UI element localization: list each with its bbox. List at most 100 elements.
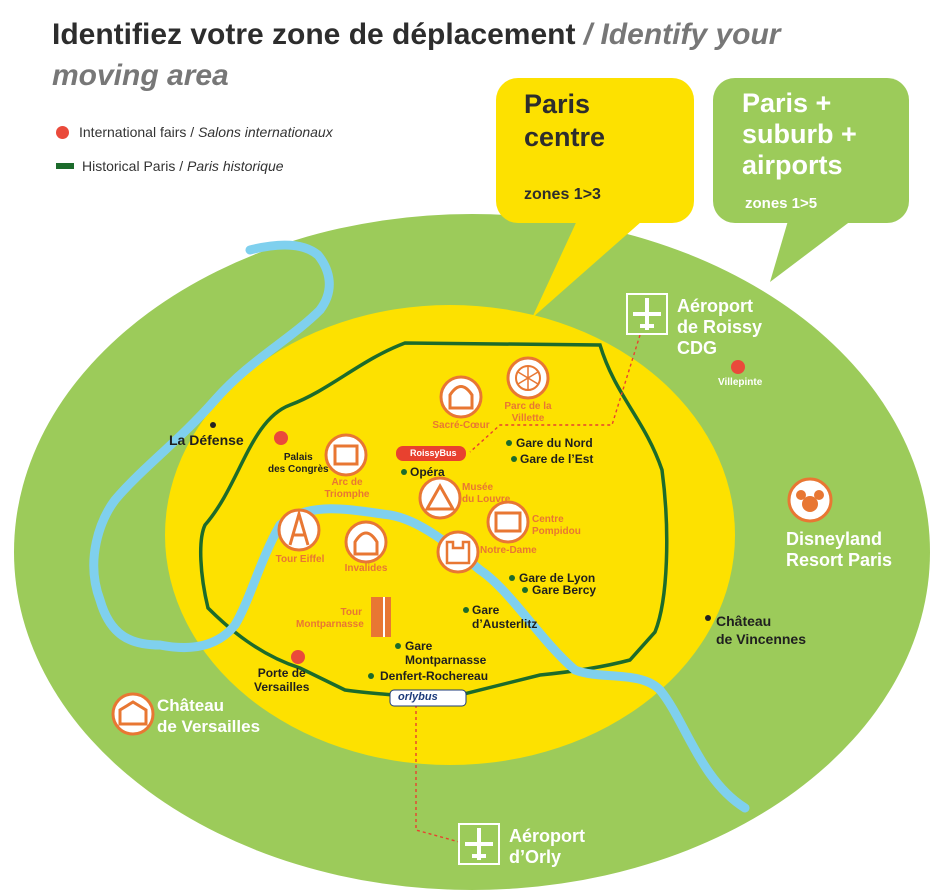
label-la-defense: La Défense	[169, 432, 244, 448]
green-line-icon	[56, 163, 74, 169]
page-title: Identifiez votre zone de déplacement / I…	[52, 14, 872, 96]
title-fr: Identifiez votre zone de déplacement	[52, 18, 576, 51]
label-villepinte: Villepinte	[718, 377, 763, 388]
dot-gare-bercy	[522, 587, 528, 593]
label-austerlitz: Gare d’Austerlitz	[472, 603, 537, 631]
disney-icon	[787, 477, 833, 523]
versailles-icon	[111, 692, 155, 736]
label-notre-dame: Notre-Dame	[480, 545, 537, 556]
label-gare-montparnasse: Gare Montparnasse	[405, 639, 486, 667]
label-louvre-1: Musée	[462, 482, 494, 493]
fair-dot-porte-versailles	[291, 650, 305, 664]
label-porte-2: Versailles	[254, 680, 310, 694]
tour-montparnasse-icon	[371, 597, 391, 637]
roissybus-badge	[396, 446, 466, 461]
dot-austerlitz	[463, 607, 469, 613]
orly-link	[415, 705, 471, 846]
label-villette-1: Parc de la	[504, 401, 552, 412]
invalides-icon	[344, 520, 388, 564]
label-pompidou-1: Centre	[532, 514, 564, 525]
label-tour-eiffel: Tour Eiffel	[275, 554, 325, 565]
pompidou-icon	[486, 500, 530, 544]
outer-title-3: airports	[742, 150, 843, 180]
orly-airport-icon	[458, 823, 500, 865]
seine-river	[89, 240, 750, 813]
outer-zones: zones 1>5	[745, 195, 818, 212]
dot-gare-lyon	[509, 575, 515, 581]
legend-fairs: International fairs / Salons internation…	[56, 124, 333, 140]
label-orly-2: d’Orly	[509, 847, 562, 867]
legend-fairs-label: International fairs /	[79, 124, 199, 140]
label-gare-nord: Gare du Nord	[516, 436, 593, 450]
label-disney-2: Resort Paris	[786, 550, 893, 570]
label-villette: Parc de la Villette	[500, 401, 556, 425]
label-orlybus: orlybus	[398, 691, 438, 703]
label-louvre-2: du Louvre	[462, 494, 511, 505]
label-disney-1: Disneyland	[786, 529, 883, 549]
label-arc-1: Arc de	[331, 477, 363, 488]
label-tour-mp-1: Tour	[340, 607, 362, 618]
dot-denfert	[368, 673, 374, 679]
centre-title-2: centre	[524, 122, 606, 152]
dot-gare-nord	[506, 440, 512, 446]
label-austerlitz-2: d’Austerlitz	[472, 617, 538, 631]
sacre-coeur-icon	[439, 375, 483, 419]
label-porte-versailles: Porte de Versailles	[254, 666, 309, 694]
label-gare-mp-2: Montparnasse	[405, 653, 487, 667]
label-austerlitz-1: Gare	[472, 603, 500, 617]
label-versailles-1: Château	[157, 696, 225, 715]
label-gare-lyon: Gare de Lyon	[519, 571, 596, 585]
label-pompidou: Centre Pompidou	[532, 514, 581, 538]
roissy-airport-icon	[626, 293, 668, 335]
dot-vincennes	[705, 615, 711, 621]
label-versailles-2: de Versailles	[157, 717, 261, 736]
outer-zone-bubble: Paris + suburb + airports zones 1>5	[713, 78, 909, 223]
label-tour-montparnasse: Tour Montparnasse	[296, 607, 364, 631]
villette-icon	[506, 356, 550, 400]
label-disney: Disneyland Resort Paris	[786, 529, 892, 571]
centre-bubble-tail	[532, 214, 650, 318]
label-arc: Arc de Triomphe	[322, 477, 372, 501]
label-pompidou-2: Pompidou	[532, 526, 581, 537]
label-villette-2: Villette	[511, 413, 545, 424]
label-roissybus: RoissyBus	[410, 448, 457, 458]
label-opera: Opéra	[410, 465, 445, 479]
arc-de-triomphe-icon	[324, 433, 368, 477]
label-denfert: Denfert-Rochereau	[380, 669, 489, 683]
legend-fairs-label-it: Salons internationaux	[198, 124, 333, 140]
historic-paris-outline	[198, 341, 669, 702]
label-versailles: Château de Versailles	[157, 695, 260, 737]
label-vincennes: Château de Vincennes	[716, 612, 806, 648]
label-palais-1: Palais	[283, 452, 313, 463]
label-orly-1: Aéroport	[509, 826, 585, 846]
dot-gare-mp	[395, 643, 401, 649]
label-roissy: Aéroport de Roissy CDG	[677, 296, 762, 359]
legend-historic-label-it: Paris historique	[187, 158, 284, 174]
tour-eiffel-icon	[277, 508, 321, 552]
outer-title-2: suburb +	[742, 119, 857, 149]
notre-dame-icon	[436, 530, 480, 574]
label-invalides: Invalides	[344, 563, 388, 574]
dot-opera	[401, 469, 407, 475]
label-sacre: Sacré-Cœur	[432, 420, 490, 431]
label-porte-1: Porte de	[257, 666, 306, 680]
label-orly: Aéroport d’Orly	[509, 826, 585, 868]
title-separator: /	[575, 18, 601, 51]
label-vincennes-2: de Vincennes	[716, 631, 807, 647]
outer-bubble-tail	[770, 214, 860, 282]
fair-dot-villepinte	[731, 360, 745, 374]
label-vincennes-1: Château	[716, 613, 772, 629]
label-gare-bercy: Gare Bercy	[532, 583, 597, 597]
label-roissy-3: CDG	[677, 338, 717, 358]
outer-title-1: Paris +	[742, 88, 832, 118]
label-arc-2: Triomphe	[324, 489, 370, 500]
centre-zone-bubble: Paris centre zones 1>3	[496, 78, 694, 223]
dot-gare-est	[511, 456, 517, 462]
label-palais-2: des Congrès	[268, 464, 329, 475]
red-dot-icon	[56, 126, 69, 139]
centre-title-1: Paris	[524, 89, 591, 119]
label-louvre: Musée du Louvre	[462, 482, 510, 506]
label-tour-mp-2: Montparnasse	[296, 619, 364, 630]
label-roissy-2: de Roissy	[677, 317, 763, 337]
